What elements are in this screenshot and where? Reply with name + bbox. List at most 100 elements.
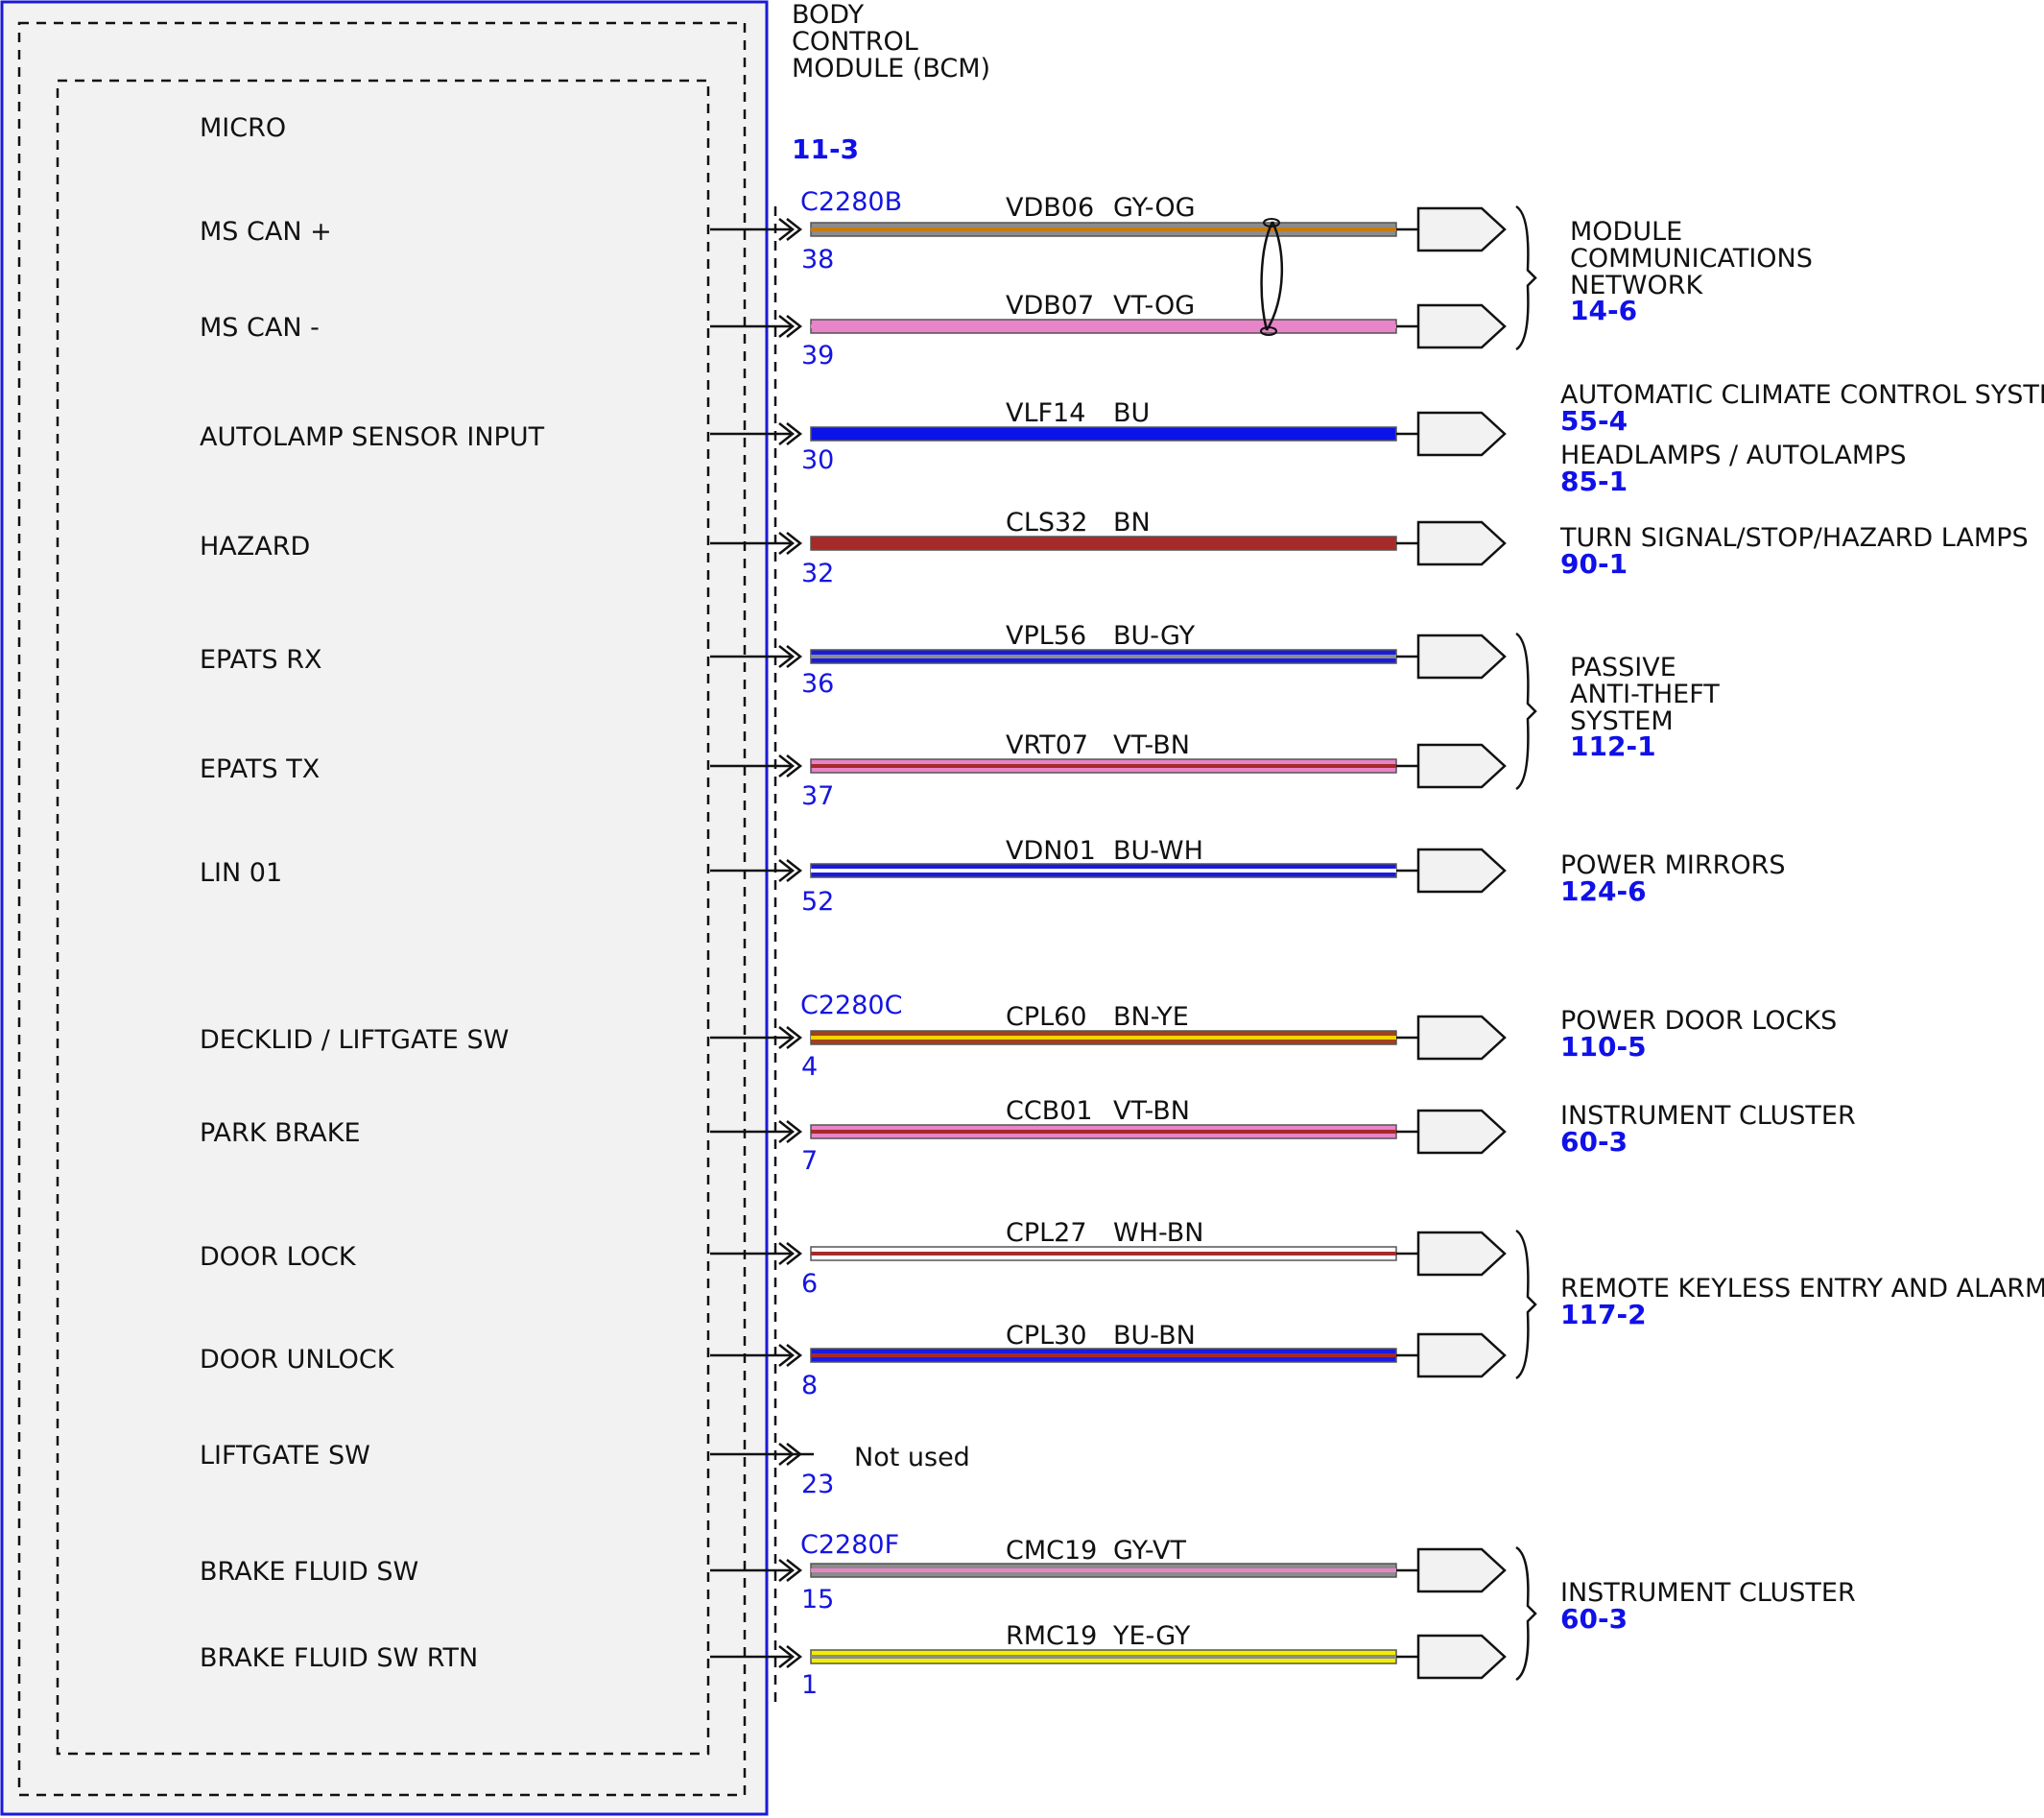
twisted-pair-cap: [1260, 326, 1277, 336]
connector-chevron-icon: [778, 859, 803, 882]
destination-arrow-icon: [1416, 1332, 1507, 1378]
brace-layer: [1515, 204, 1537, 1682]
connector-chevron-icon: [778, 1645, 803, 1668]
connector-label: C2280C: [800, 991, 902, 1020]
destination-ref: 124-6: [1560, 875, 1647, 907]
pin-number: 1: [801, 1670, 818, 1700]
signal-label: BRAKE FLUID SW RTN: [200, 1643, 478, 1673]
signal-label: MS CAN -: [200, 313, 320, 343]
destination-arrow-icon: [1416, 520, 1507, 566]
circuit-id: VDB06: [1006, 193, 1094, 223]
wire-color-code: BU-WH: [1113, 836, 1203, 866]
connector-chevron-icon: [778, 1559, 803, 1582]
wire-stripe: [811, 1353, 1396, 1357]
circuit-id: VLF14: [1006, 398, 1085, 428]
connector-chevron-icon: [778, 218, 803, 241]
destination-arrow-icon: [1416, 303, 1507, 349]
destination-title: TURN SIGNAL/STOP/HAZARD LAMPS: [1559, 523, 2029, 553]
module-title-line: MODULE (BCM): [792, 54, 990, 84]
connector-chevron-icon: [778, 645, 803, 668]
circuit-id: VRT07: [1006, 730, 1088, 760]
module-title-line: BODY: [792, 0, 865, 30]
destination-title: MODULE COMMUNICATIONS NETWORK: [1570, 217, 1820, 300]
wire-color-code: GY-VT: [1113, 1536, 1186, 1566]
signal-label: DOOR LOCK: [200, 1242, 357, 1272]
wire-color-code: VT-BN: [1113, 1096, 1190, 1126]
wire-stripe: [811, 655, 1396, 658]
connector-label: C2280F: [800, 1530, 899, 1560]
wire-stripe: [811, 1655, 1396, 1659]
destination-ref: 55-4: [1560, 405, 1628, 437]
destination-ref: 117-2: [1560, 1299, 1647, 1330]
circuit-id: CCB01: [1006, 1096, 1093, 1126]
circuit-id: RMC19: [1006, 1621, 1097, 1651]
signal-label: BRAKE FLUID SW: [200, 1557, 418, 1587]
pin-number: 30: [801, 445, 834, 475]
connector-chevron-icon: [778, 1120, 803, 1143]
twisted-pair-layer: [1260, 218, 1284, 336]
connector-chevron-icon: [778, 754, 803, 777]
group-brace: [1515, 1545, 1537, 1682]
wire-stripe: [811, 1036, 1396, 1040]
destination-title-line: MODULE: [1570, 217, 1682, 247]
destination-title-line: PASSIVE: [1570, 653, 1676, 682]
destination-arrow-icon: [1416, 411, 1507, 457]
destination-arrow-icon: [1416, 206, 1507, 252]
wire: [810, 426, 1397, 442]
wire-stripe: [811, 1568, 1396, 1572]
wire-stripe: [811, 869, 1396, 873]
signal-label: DECKLID / LIFTGATE SW: [200, 1025, 509, 1055]
wire-color-code: YE-GY: [1112, 1621, 1191, 1651]
connector-label: C2280B: [800, 187, 902, 217]
wire-color-code: BN-YE: [1113, 1002, 1189, 1032]
micro-label: MICRO: [200, 113, 286, 143]
pin-number: 32: [801, 559, 834, 588]
module-dashed-outer: [17, 21, 747, 1797]
pin-number: 15: [801, 1585, 834, 1615]
signal-label: DOOR UNLOCK: [200, 1345, 395, 1375]
pin-number: 39: [801, 341, 834, 371]
destination-title: REMOTE KEYLESS ENTRY AND ALARM: [1560, 1274, 2044, 1304]
connector-chevron-icon: [778, 1242, 803, 1265]
wires-layer: [710, 206, 1507, 1680]
signal-label: LIN 01: [200, 858, 282, 888]
module-outline: [0, 0, 769, 1816]
pin-number: 37: [801, 781, 834, 811]
connector-chevron-icon: [778, 1026, 803, 1049]
circuit-id: CPL27: [1006, 1218, 1087, 1248]
wire-stripe: [811, 764, 1396, 768]
destination-title: INSTRUMENT CLUSTER: [1560, 1578, 1856, 1608]
wire-color-code: WH-BN: [1113, 1218, 1204, 1248]
pin-number: 23: [801, 1470, 834, 1499]
destination-title: POWER DOOR LOCKS: [1560, 1006, 1837, 1036]
pin-number: 8: [801, 1371, 818, 1400]
destination-arrow-icon: [1416, 1231, 1507, 1277]
not-used-note: Not used: [854, 1443, 970, 1472]
wire-color-code: BU: [1113, 398, 1150, 428]
pin-number: 6: [801, 1269, 818, 1299]
circuit-id: VPL56: [1006, 621, 1086, 651]
signal-label: PARK BRAKE: [200, 1118, 361, 1148]
wire-stripe: [811, 1252, 1396, 1256]
module-title: BODY CONTROL MODULE (BCM): [792, 0, 990, 84]
wire-color-code: GY-OG: [1113, 193, 1196, 223]
pin-number: 52: [801, 887, 834, 917]
circuit-id: CMC19: [1006, 1536, 1097, 1566]
wire-color-code: VT-OG: [1113, 291, 1195, 321]
circuit-id: VDB07: [1006, 291, 1094, 321]
signal-label: EPATS RX: [200, 645, 321, 675]
destination-title-line: SYSTEM: [1570, 706, 1674, 736]
destination-ref: 85-1: [1560, 466, 1628, 497]
wire-color-code: VT-BN: [1113, 730, 1190, 760]
destination-arrow-icon: [1416, 848, 1507, 894]
connector-chevron-icon: [778, 1344, 803, 1367]
destination-title-line: ANTI-THEFT: [1570, 680, 1720, 709]
circuit-id: CPL60: [1006, 1002, 1087, 1032]
module-title-line: CONTROL: [792, 27, 918, 57]
wire: [810, 536, 1397, 551]
circuit-id: CPL30: [1006, 1321, 1087, 1351]
circuit-id: VDN01: [1006, 836, 1096, 866]
destination-ref: 110-5: [1560, 1031, 1647, 1063]
signal-label: LIFTGATE SW: [200, 1441, 370, 1471]
